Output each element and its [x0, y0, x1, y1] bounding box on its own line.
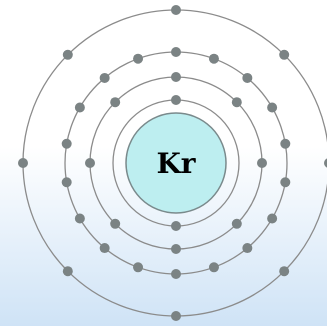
- electron-shell-4: [171, 311, 181, 321]
- electron-shell-3: [99, 72, 110, 83]
- electron-shell-3: [267, 213, 278, 224]
- electron-shell-2: [171, 72, 181, 82]
- electron-shell-3: [267, 102, 278, 113]
- element-symbol: Kr: [156, 147, 196, 180]
- electron-shell-3: [99, 243, 110, 254]
- electron-shell-3: [208, 53, 219, 64]
- electron-shell-4: [62, 49, 73, 60]
- electron-shell-2: [110, 218, 121, 229]
- electron-shell-4: [279, 266, 290, 277]
- electron-shell-3: [171, 47, 181, 57]
- electron-shell-2: [171, 244, 181, 254]
- electron-shell-3: [280, 177, 291, 188]
- electron-shell-3: [242, 243, 253, 254]
- electron-shell-4: [18, 158, 28, 168]
- electron-shell-2: [231, 97, 242, 108]
- electron-shell-3: [171, 269, 181, 279]
- electron-shell-4: [279, 49, 290, 60]
- electron-shell-2: [257, 158, 267, 168]
- electron-shell-3: [74, 102, 85, 113]
- electron-shell-3: [133, 53, 144, 64]
- electron-shell-1: [171, 95, 181, 105]
- electron-shell-3: [208, 262, 219, 273]
- electron-shell-3: [61, 138, 72, 149]
- electron-shell-4: [62, 266, 73, 277]
- electron-shell-3: [242, 72, 253, 83]
- electrons: [18, 5, 327, 321]
- nucleus: [125, 112, 227, 214]
- electron-shell-3: [61, 177, 72, 188]
- electron-shell-2: [85, 158, 95, 168]
- electron-shell-4: [324, 158, 327, 168]
- electron-shell-4: [171, 5, 181, 15]
- electron-shell-1: [171, 221, 181, 231]
- electron-shell-3: [133, 262, 144, 273]
- electron-shell-3: [280, 138, 291, 149]
- electron-shell-2: [110, 97, 121, 108]
- electron-shell-3: [74, 213, 85, 224]
- electron-shell-2: [231, 218, 242, 229]
